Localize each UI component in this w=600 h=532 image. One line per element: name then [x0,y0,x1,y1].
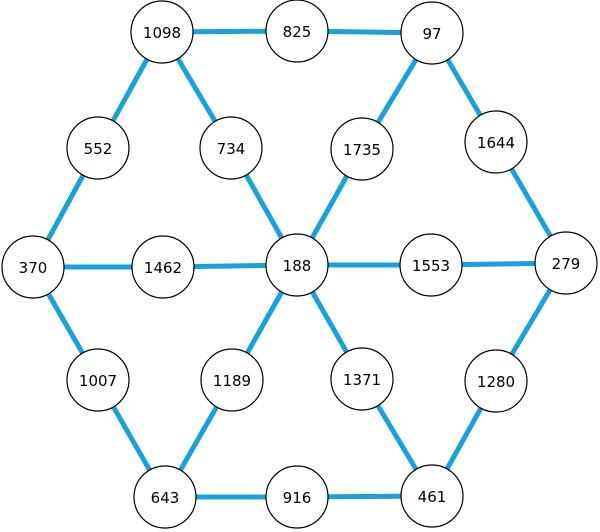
node-circle [131,235,195,299]
node-label: 643 [151,489,180,507]
node-1644: 1644 [464,110,528,174]
node-1735: 1735 [330,117,394,181]
node-label: 1280 [477,373,515,391]
node-370: 370 [1,235,65,299]
node-label: 734 [217,140,246,158]
node-1007: 1007 [66,348,130,412]
node-552: 552 [66,116,130,180]
node-circle [200,348,264,412]
node-circle [330,117,394,181]
node-circle [330,347,394,411]
node-label: 97 [422,25,441,43]
node-circle [1,235,65,299]
node-circle [534,231,598,295]
node-1280: 1280 [464,349,528,413]
node-label: 1189 [213,372,251,390]
node-188: 188 [265,233,329,297]
node-circle [399,233,463,297]
node-label: 188 [283,257,312,275]
node-circle [400,464,464,528]
node-1371: 1371 [330,347,394,411]
node-label: 1644 [477,134,515,152]
node-circle [400,1,464,65]
node-label: 279 [552,255,581,273]
node-label: 370 [19,259,48,277]
node-label: 552 [84,140,113,158]
node-label: 461 [418,488,447,506]
node-label: 1098 [143,24,181,42]
node-circle [66,116,130,180]
node-97: 97 [400,1,464,65]
node-461: 461 [400,464,464,528]
node-label: 1371 [343,371,381,389]
node-circle [265,465,329,529]
node-label: 1735 [343,141,381,159]
node-279: 279 [534,231,598,295]
node-circle [464,110,528,174]
node-label: 1007 [79,372,117,390]
node-circle [130,0,194,64]
node-1462: 1462 [131,235,195,299]
node-label: 1553 [412,257,450,275]
node-circle [199,116,263,180]
node-916: 916 [265,465,329,529]
node-circle [133,465,197,529]
node-1098: 1098 [130,0,194,64]
node-circle [265,233,329,297]
node-1189: 1189 [200,348,264,412]
node-circle [464,349,528,413]
node-circle [265,0,329,63]
node-label: 1462 [144,259,182,277]
node-643: 643 [133,465,197,529]
node-734: 734 [199,116,263,180]
node-825: 825 [265,0,329,63]
node-circle [66,348,130,412]
node-1553: 1553 [399,233,463,297]
node-label: 916 [283,489,312,507]
node-label: 825 [283,23,312,41]
